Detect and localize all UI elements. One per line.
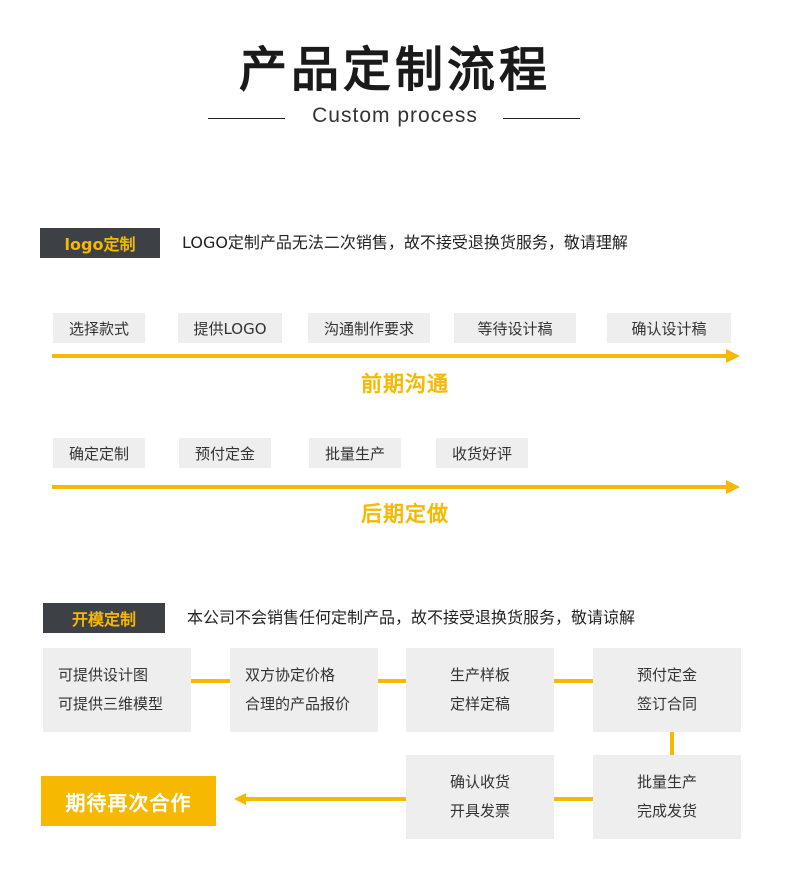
early-phase-arrow-line <box>52 354 728 358</box>
connector-1-2 <box>191 679 230 683</box>
mold-box-sample-line2: 定样定稿 <box>449 695 510 713</box>
late-phase-label: 后期定做 <box>361 502 449 526</box>
final-cooperation-box: 期待再次合作 <box>41 776 216 826</box>
page-subtitle: Custom process <box>312 104 478 127</box>
logo-section-note: LOGO定制产品无法二次销售，故不接受退换货服务，敬请理解 <box>182 233 628 252</box>
mold-box-receipt: 确认收货 开具发票 <box>406 755 554 839</box>
mold-box-price-line2: 合理的产品报价 <box>245 695 351 713</box>
subtitle-right-rule <box>503 118 580 119</box>
mold-box-production-line1: 批量生产 <box>636 773 697 791</box>
connector-3-4 <box>554 679 593 683</box>
mold-section-note: 本公司不会销售任何定制产品，故不接受退换货服务，敬请谅解 <box>187 608 636 627</box>
late-phase-arrow-line <box>52 485 728 489</box>
mold-box-production: 批量生产 完成发货 <box>593 755 741 839</box>
early-phase-label: 前期沟通 <box>361 372 449 396</box>
early-step-4: 等待设计稿 <box>454 313 576 343</box>
mold-box-design: 可提供设计图 可提供三维模型 <box>43 648 191 732</box>
page-title: 产品定制流程 <box>238 42 551 98</box>
late-phase-arrow-head <box>726 480 740 494</box>
connector-4-5 <box>670 732 674 755</box>
mold-box-receipt-line2: 开具发票 <box>449 802 510 820</box>
mold-box-production-line2: 完成发货 <box>636 802 697 820</box>
subtitle-left-rule <box>208 118 285 119</box>
early-step-3: 沟通制作要求 <box>308 313 430 343</box>
mold-box-design-line2: 可提供三维模型 <box>58 695 164 713</box>
mold-box-deposit-line2: 签订合同 <box>636 695 697 713</box>
mold-box-receipt-line1: 确认收货 <box>449 773 510 791</box>
mold-box-design-line1: 可提供设计图 <box>58 666 149 684</box>
early-step-2: 提供LOGO <box>178 313 282 343</box>
logo-section-tag: logo定制 <box>40 228 160 258</box>
mold-section-tag: 开模定制 <box>43 603 165 633</box>
late-step-3: 批量生产 <box>309 438 401 468</box>
early-step-1: 选择款式 <box>53 313 145 343</box>
late-step-4: 收货好评 <box>436 438 528 468</box>
mold-box-price: 双方协定价格 合理的产品报价 <box>230 648 378 732</box>
final-arrow-line <box>246 797 406 801</box>
mold-box-sample: 生产样板 定样定稿 <box>406 648 554 732</box>
connector-2-3 <box>378 679 406 683</box>
mold-box-deposit-line1: 预付定金 <box>636 666 697 684</box>
mold-box-price-line1: 双方协定价格 <box>245 666 336 684</box>
final-arrow-head <box>234 793 246 805</box>
early-phase-arrow-head <box>726 349 740 363</box>
early-step-5: 确认设计稿 <box>607 313 731 343</box>
mold-box-deposit: 预付定金 签订合同 <box>593 648 741 732</box>
connector-5-6 <box>554 797 593 801</box>
mold-box-sample-line1: 生产样板 <box>449 666 510 684</box>
late-step-2: 预付定金 <box>179 438 271 468</box>
late-step-1: 确定定制 <box>53 438 145 468</box>
